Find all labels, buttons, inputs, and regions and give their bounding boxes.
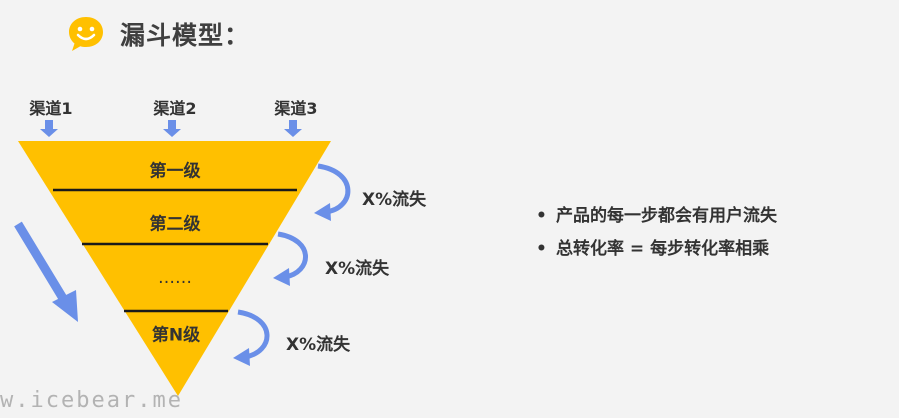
key-point-1: •产品的每一步都会有用户流失 — [536, 206, 777, 226]
loss-curve-arrow-3 — [233, 309, 270, 366]
loss-curve-arrow-2 — [273, 231, 308, 286]
conversion-direction-arrow — [14, 221, 78, 322]
key-point-2: •总转化率 = 每步转化率相乘 — [536, 239, 770, 259]
page-title: 漏斗模型： — [120, 21, 251, 50]
watermark: w.icebear.me — [0, 388, 183, 413]
channel-arrow-3 — [284, 120, 302, 137]
funnel-level-n: 第N级 — [151, 325, 201, 346]
funnel-level-2: 第二级 — [149, 214, 201, 235]
channel-label-3: 渠道3 — [274, 99, 318, 118]
key-point-2-text: 总转化率 = 每步转化率相乘 — [556, 239, 770, 259]
channel-arrow-1 — [40, 120, 58, 137]
loss-label-2: X%流失 — [325, 259, 390, 279]
funnel-level-1: 第一级 — [149, 161, 201, 182]
channel-label-1: 渠道1 — [29, 99, 73, 118]
loss-label-1: X%流失 — [362, 190, 427, 210]
channel-label-2: 渠道2 — [153, 99, 197, 118]
loss-curve-arrow-1 — [314, 163, 351, 221]
channel-arrow-2 — [163, 120, 181, 137]
key-point-1-text: 产品的每一步都会有用户流失 — [556, 206, 777, 226]
funnel-level-ellipsis: …… — [158, 268, 192, 288]
key-points-list: •产品的每一步都会有用户流失 •总转化率 = 每步转化率相乘 — [536, 200, 777, 266]
chat-bubble-smile-icon — [69, 17, 103, 51]
funnel-triangle — [18, 141, 331, 396]
title-row: 漏斗模型： — [66, 14, 250, 54]
loss-label-3: X%流失 — [286, 335, 351, 355]
